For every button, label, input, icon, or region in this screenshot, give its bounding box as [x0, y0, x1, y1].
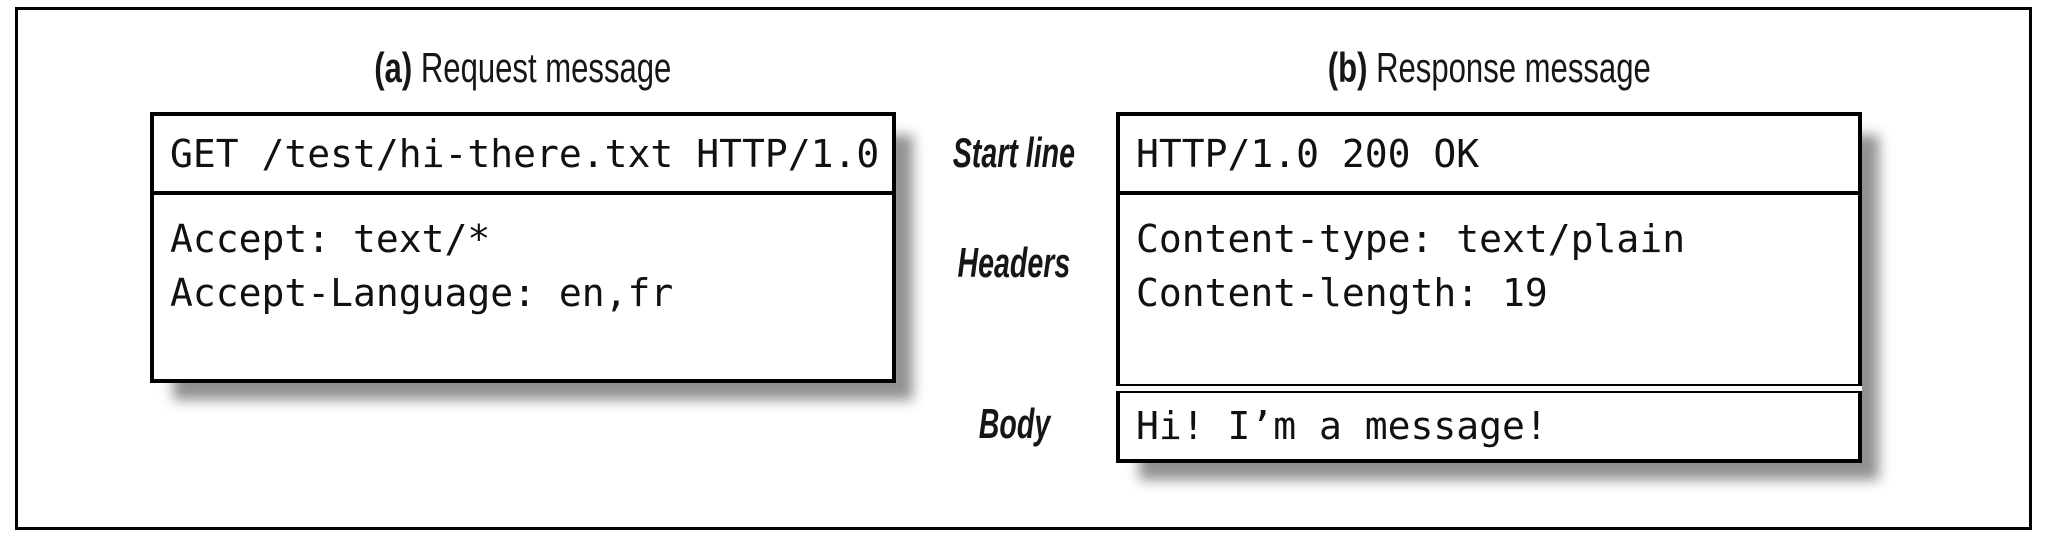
request-panel-title-label: Request message: [421, 44, 672, 91]
response-body-section: Hi! I’m a message!: [1116, 391, 1862, 463]
request-header-line: Accept: text/*: [170, 217, 491, 261]
row-label-start-line-text: Start line: [952, 129, 1076, 176]
request-message-box: GET /test/hi-there.txt HTTP/1.0 Accept: …: [150, 112, 896, 383]
response-headers-section: Content-type: text/plain Content-length:…: [1120, 195, 1858, 320]
row-label-body: Body: [904, 401, 1124, 447]
response-panel-title-text: (b) Response message: [1327, 44, 1650, 92]
request-start-line-section: GET /test/hi-there.txt HTTP/1.0: [154, 116, 892, 195]
request-headers-section: Accept: text/* Accept-Language: en,fr: [154, 195, 892, 320]
request-panel-title: (a) Request message: [150, 44, 896, 92]
response-start-line-section: HTTP/1.0 200 OK: [1120, 116, 1858, 195]
request-start-line-text: GET /test/hi-there.txt HTTP/1.0: [170, 131, 880, 176]
request-panel-title-text: (a) Request message: [374, 44, 671, 92]
response-message-box: HTTP/1.0 200 OK Content-type: text/plain…: [1116, 112, 1862, 463]
request-panel-label: (a): [374, 44, 413, 91]
row-label-headers: Headers: [904, 240, 1124, 286]
request-header-line: Accept-Language: en,fr: [170, 271, 674, 315]
response-panel-label: (b): [1327, 44, 1368, 91]
response-body-text: Hi! I’m a message!: [1136, 404, 1548, 448]
row-label-headers-text: Headers: [957, 239, 1071, 286]
response-start-line-text: HTTP/1.0 200 OK: [1136, 131, 1480, 176]
response-header-line: Content-type: text/plain: [1136, 217, 1686, 261]
figure-border: [15, 7, 2032, 530]
response-panel-title-label: Response message: [1375, 44, 1651, 91]
row-label-body-text: Body: [978, 400, 1050, 447]
row-label-start-line: Start line: [904, 130, 1124, 176]
response-upper-box: HTTP/1.0 200 OK Content-type: text/plain…: [1116, 112, 1862, 386]
response-panel-title: (b) Response message: [1116, 44, 1862, 92]
response-header-line: Content-length: 19: [1136, 271, 1548, 315]
